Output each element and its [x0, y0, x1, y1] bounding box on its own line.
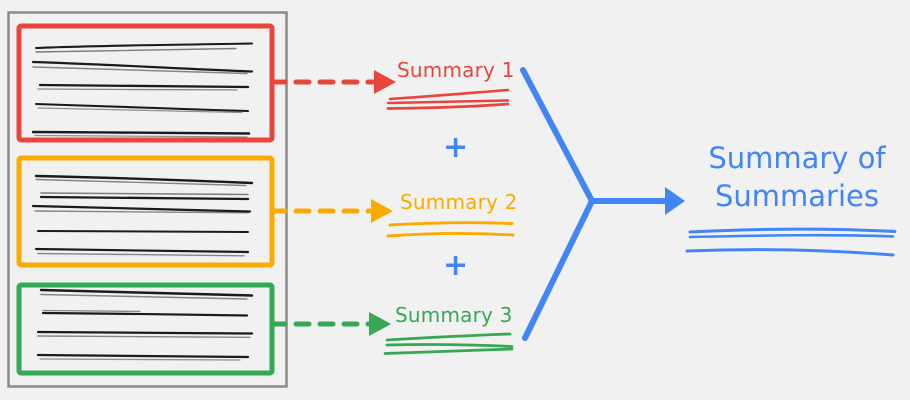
- summary-3-scribble: [383, 332, 514, 355]
- summary-1-scribble: [386, 88, 510, 110]
- summary-2-scribble: [386, 221, 515, 238]
- plus-operator-1: +: [443, 130, 469, 165]
- result-title-line-2: Summaries: [715, 179, 879, 213]
- plus-operator-2: +: [443, 248, 469, 283]
- merge-arrow: [520, 67, 685, 341]
- group-3-border: [16, 282, 275, 376]
- summary-2-label: Summary 2: [400, 190, 518, 214]
- result-title-line-1: Summary of: [708, 141, 886, 175]
- dashed-arrow-2: [269, 199, 393, 223]
- summary-1-label: Summary 1: [397, 58, 515, 82]
- summary-3-label: Summary 3: [395, 303, 513, 327]
- document-collection-container: [7, 11, 288, 388]
- group-1-text-lines: [31, 42, 254, 138]
- result-scribble: [685, 227, 897, 257]
- result-title: Summary of Summaries: [697, 139, 897, 215]
- document-group-3[interactable]: [16, 282, 275, 376]
- document-group-1[interactable]: [16, 23, 275, 143]
- dashed-arrow-3: [269, 312, 391, 336]
- dashed-arrow-1: [269, 70, 396, 94]
- group-2-text-lines: [31, 174, 254, 257]
- group-3-text-lines: [36, 288, 254, 361]
